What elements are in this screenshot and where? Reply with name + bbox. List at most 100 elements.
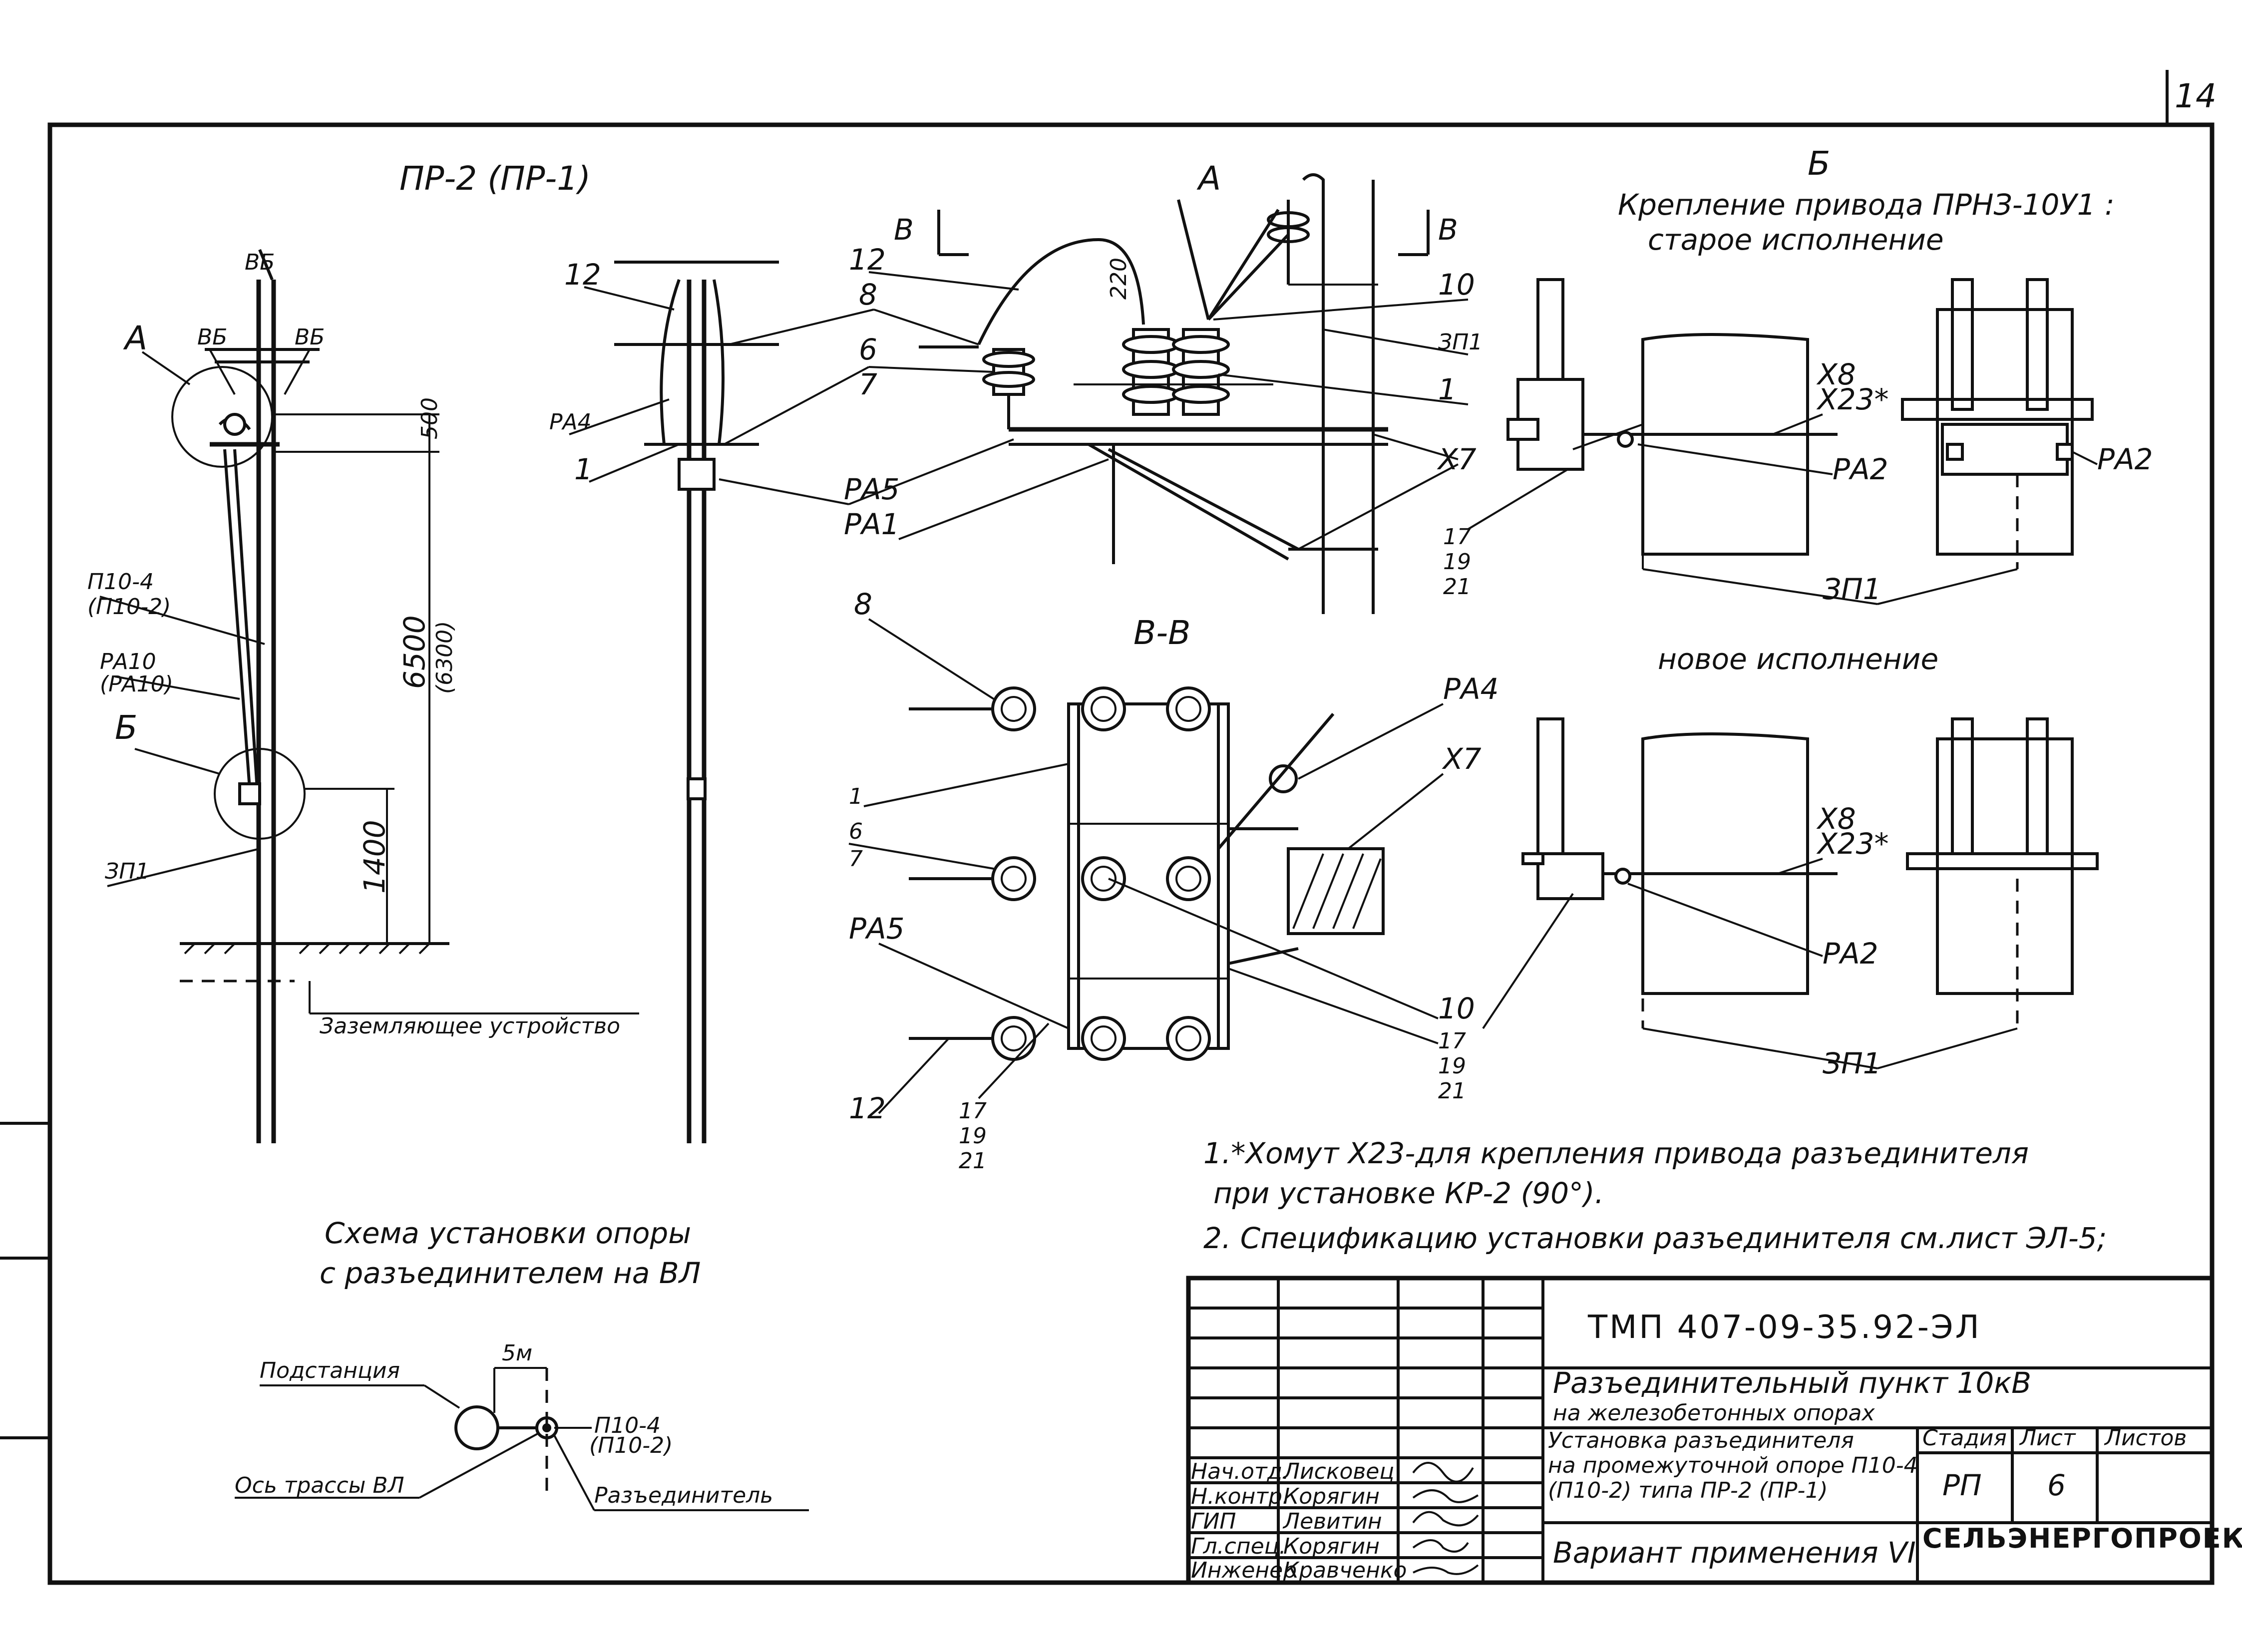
view-b-subtitle-2: старое исполнение — [1648, 223, 1944, 257]
insulator-left — [982, 348, 1035, 429]
note-1-line-1: 1.*Хомут Х23-для крепления привода разъе… — [1203, 1136, 2029, 1170]
a-pa1-label: РА1 — [844, 507, 900, 541]
a-7-label: 7 — [859, 367, 877, 401]
view-detail-b: Б Крепление привода ПРНЗ-10У1 : старое и… — [1443, 144, 2153, 1080]
b-old-x23-label: Х23* — [1816, 382, 1889, 416]
stamp-name-5: Кравченко — [1283, 1558, 1407, 1583]
vv-12-label: 12 — [849, 1091, 886, 1125]
section-mark-right: В — [1438, 213, 1458, 247]
b-old-pa2-label: РА2 — [1833, 452, 1888, 486]
dim-6500: 6500 — [397, 615, 431, 689]
vv-10-label: 10 — [1438, 991, 1475, 1025]
drawing-title-3: (П10-2) типа ПР-2 (ПР-1) — [1548, 1478, 1828, 1503]
view-a-title: А — [1196, 159, 1221, 198]
stamp-role-5: Инженер — [1191, 1558, 1297, 1583]
vv-21b-label: 21 — [1438, 1078, 1466, 1104]
drawing-title-2: на промежуточной опоре П10-4 — [1548, 1453, 1918, 1478]
stage-header: Стадия — [1922, 1425, 2007, 1451]
stamp-role-2: Н.контр. — [1191, 1484, 1289, 1509]
scheme-disconnector: Разъединитель — [594, 1483, 773, 1508]
project-title-1: Разъединительный пункт 10кВ — [1553, 1366, 2031, 1400]
b-old-x8-label: Х8 — [1816, 357, 1856, 391]
scheme-title-2: с разъединителем на ВЛ — [320, 1256, 701, 1290]
corner-sheet-number: 14 — [2175, 77, 2217, 115]
stamp-name-2: Корягин — [1283, 1484, 1380, 1509]
main-top-label-1: ВБ — [245, 250, 275, 275]
view-main-pole: ПР-2 (ПР-1) ВБ ВБ ВБ А Б П10-4 (П10-2) Р… — [87, 159, 639, 1143]
stamp-name-3: Левитин — [1282, 1509, 1382, 1534]
stamp-name-4: Корягин — [1283, 1534, 1380, 1559]
insulator-top — [1267, 200, 1310, 285]
b-old-21-label: 21 — [1443, 574, 1471, 600]
vv-pa5-label: РА5 — [849, 912, 905, 946]
vv-x7-label: Х7 — [1442, 742, 1482, 776]
insulator-mid — [1122, 328, 1180, 416]
ground-device-label: Заземляющее устройство — [320, 1013, 620, 1039]
main-top-label-3: ВБ — [295, 325, 325, 350]
view-detail-a: А В В — [719, 159, 1483, 614]
dim-6500-alt: (6300) — [432, 621, 457, 694]
main-top-label-2: ВБ — [197, 325, 227, 350]
scheme-pole: П10-4 — [594, 1413, 661, 1438]
organization: СЕЛЬЭНЕРГОПРОЕКТ — [1922, 1523, 2242, 1554]
notes: 1.*Хомут Х23-для крепления привода разъе… — [1203, 1136, 2107, 1255]
view-section-vv: В-В 8 — [848, 587, 1499, 1174]
b-old-pa2-front-label: РА2 — [2097, 442, 2153, 476]
scheme-title-1: Схема установки опоры — [325, 1216, 691, 1250]
stamp-role-1: Нач.отд. — [1191, 1459, 1289, 1484]
vv-19b-label: 19 — [1438, 1053, 1466, 1079]
sheet-header: Лист — [2019, 1425, 2076, 1451]
main-p10-alt: (П10-2) — [87, 594, 171, 620]
stamp-name-1: Лисковец — [1282, 1459, 1394, 1484]
vv-insulator-row-bot — [909, 1016, 1211, 1061]
title-block: ТМП 407-09-35.92-ЭЛ Разъединительный пун… — [1186, 1276, 2242, 1585]
a-pa5-label: РА5 — [844, 472, 900, 506]
vv-6-label: 6 — [849, 819, 863, 844]
view-b-new-caption: новое исполнение — [1658, 642, 1938, 676]
stamp-role-4: Гл.спец. — [1191, 1534, 1286, 1559]
scheme-substation: Подстанция — [260, 1358, 400, 1383]
vv-pa4-label: РА4 — [1443, 672, 1499, 706]
sheets-header: Листов — [2104, 1425, 2187, 1451]
main-pa10-label: РА10 — [100, 649, 156, 674]
a-12-label: 12 — [849, 243, 886, 277]
a-8-label: 8 — [859, 278, 877, 312]
vv-19-label: 19 — [959, 1123, 987, 1149]
b-new-pa2-label: РА2 — [1823, 937, 1878, 971]
project-title-2: на железобетонных опорах — [1553, 1400, 1875, 1426]
callout-a: А — [123, 319, 147, 357]
view-b-subtitle-1: Крепление привода ПРНЗ-10У1 : — [1618, 188, 2115, 222]
dim-220: 220 — [1106, 258, 1131, 300]
vv-17-label: 17 — [959, 1098, 987, 1124]
main-zp1-label: ЗП1 — [105, 859, 149, 884]
stage-value: РП — [1942, 1468, 1982, 1502]
installation-scheme: Схема установки опоры с разъединителем н… — [235, 1216, 809, 1511]
variant: Вариант применения VI — [1553, 1536, 1916, 1570]
doc-code: ТМП 407-09-35.92-ЭЛ — [1587, 1309, 1981, 1346]
b-new-x8-label: Х8 — [1816, 802, 1856, 836]
b-old-19-label: 19 — [1443, 549, 1471, 575]
view-main-title: ПР-2 (ПР-1) — [399, 159, 591, 198]
drawing-title-1: Установка разъединителя — [1548, 1428, 1854, 1453]
section-mark-left: В — [894, 213, 914, 247]
main-p10-label: П10-4 — [87, 569, 154, 595]
side-12-label: 12 — [564, 258, 601, 292]
vv-21-label: 21 — [959, 1148, 987, 1174]
view-vv-title: В-В — [1133, 614, 1190, 652]
a-10-label: 10 — [1438, 268, 1475, 302]
view-side-pole: 12 РА4 1 — [549, 258, 779, 1143]
a-6-label: 6 — [859, 332, 877, 366]
callout-b: Б — [115, 708, 137, 747]
vv-insulator-row-mid — [909, 856, 1211, 901]
vv-8-label: 8 — [854, 587, 872, 621]
view-b-title: Б — [1808, 144, 1830, 183]
insulator-right — [1172, 328, 1230, 416]
b-old-17-label: 17 — [1443, 524, 1471, 550]
note-1-line-2: при установке КР-2 (90°). — [1213, 1176, 1604, 1210]
signatures — [1412, 1462, 1479, 1575]
vv-17b-label: 17 — [1438, 1028, 1466, 1054]
vv-7-label: 7 — [849, 846, 863, 872]
scheme-axis: Ось трассы ВЛ — [235, 1473, 404, 1498]
side-pa4-label: РА4 — [549, 409, 592, 435]
